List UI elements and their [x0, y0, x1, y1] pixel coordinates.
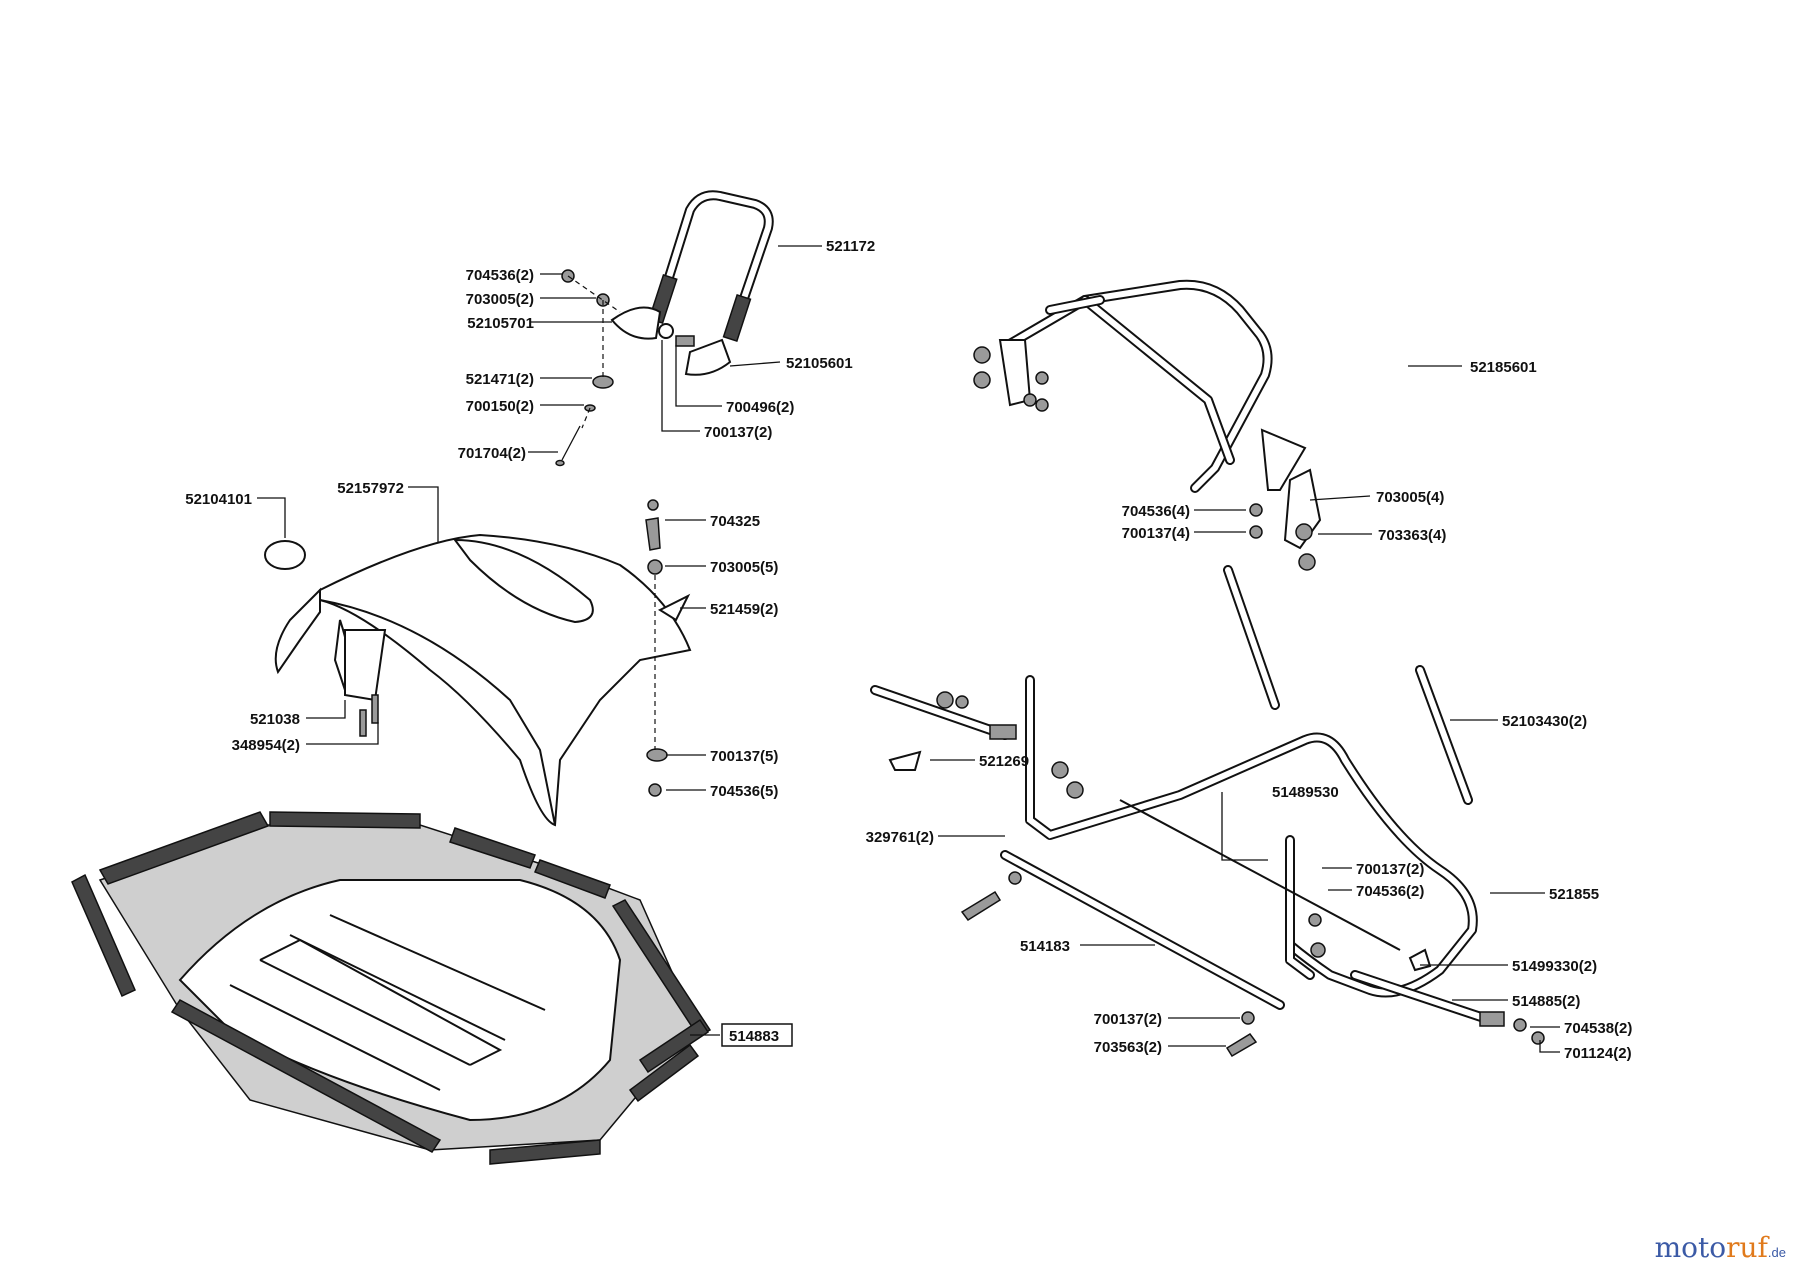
part-labels: 521172 704536(2) 703005(2) 52105701 5210… [185, 238, 1632, 1062]
label-521471-2: 521471(2) [466, 371, 534, 388]
catcher-cover [264, 499, 692, 827]
label-700137-2-a: 700137(2) [704, 424, 772, 441]
label-704536-2-a: 704536(2) [466, 267, 534, 284]
handle-assembly [555, 190, 774, 467]
bracket-left-52105701 [610, 306, 662, 340]
label-700137-4: 700137(4) [1122, 525, 1190, 542]
label-521459-2: 521459(2) [710, 601, 778, 618]
label-703363-4: 703363(4) [1378, 527, 1446, 544]
label-521038: 521038 [250, 711, 300, 728]
label-703005-5: 703005(5) [710, 559, 778, 576]
label-52103430-2: 52103430(2) [1502, 713, 1587, 730]
site-logo: motoruf.de [1654, 1231, 1786, 1264]
label-704325: 704325 [710, 513, 760, 530]
label-box-514883 [721, 1023, 793, 1047]
label-521172: 521172 [826, 238, 875, 255]
label-52105701: 52105701 [467, 315, 534, 332]
label-700137-2-c: 700137(2) [1094, 1011, 1162, 1028]
label-52157972: 52157972 [337, 480, 404, 497]
label-521855: 521855 [1549, 886, 1599, 903]
label-703005-4: 703005(4) [1376, 489, 1444, 506]
label-701124-2: 701124(2) [1564, 1045, 1632, 1062]
label-701704-2: 701704(2) [458, 445, 526, 462]
catcher-bag [71, 811, 712, 1165]
label-704536-4: 704536(4) [1122, 503, 1190, 520]
label-700137-2-b: 700137(2) [1356, 861, 1424, 878]
label-51499330-2: 51499330(2) [1512, 958, 1597, 975]
label-514183: 514183 [1020, 938, 1070, 955]
label-700150-2: 700150(2) [466, 398, 534, 415]
label-514883: 514883 [729, 1028, 779, 1045]
label-52104101: 52104101 [185, 491, 252, 508]
label-703563-2: 703563(2) [1094, 1039, 1162, 1056]
label-704536-5: 704536(5) [710, 783, 778, 800]
label-348954-2: 348954(2) [232, 737, 300, 754]
label-52185601: 52185601 [1470, 359, 1537, 376]
label-703005-2: 703005(2) [466, 291, 534, 308]
label-700137-5: 700137(5) [710, 748, 778, 765]
bracket-right-52105601 [684, 338, 732, 376]
label-521269: 521269 [979, 753, 1029, 770]
label-700496-2: 700496(2) [726, 399, 794, 416]
label-51489530: 51489530 [1272, 784, 1339, 801]
label-52105601: 52105601 [786, 355, 853, 372]
label-704536-2-b: 704536(2) [1356, 883, 1424, 900]
lower-frame [870, 565, 1545, 1058]
leader-lines [257, 245, 1560, 1053]
label-514885-2: 514885(2) [1512, 993, 1580, 1010]
label-329761-2: 329761(2) [866, 829, 934, 846]
label-704538-2: 704538(2) [1564, 1020, 1632, 1037]
handle-frame [973, 279, 1322, 571]
